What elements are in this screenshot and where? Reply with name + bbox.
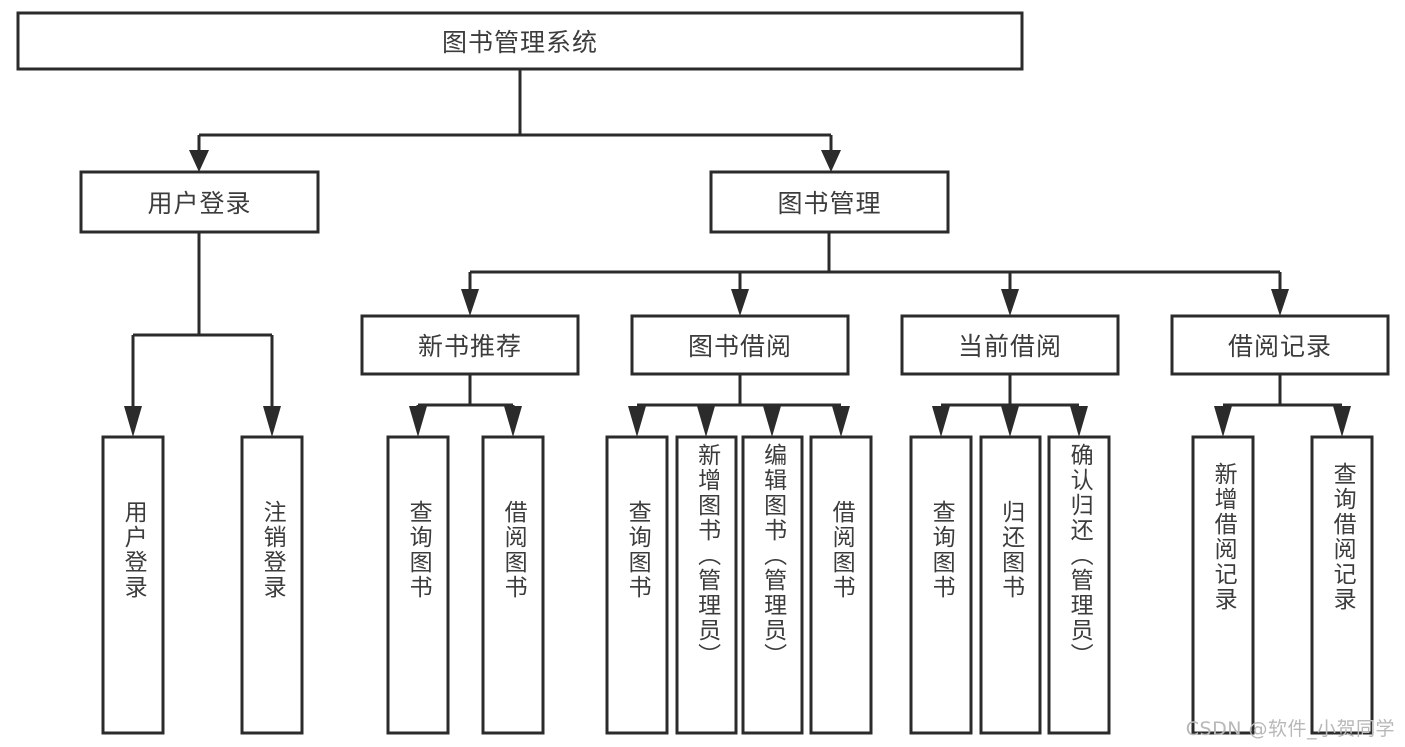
arrowhead-bm-new-book	[461, 289, 479, 316]
arrowhead-bm-borrow-record	[1271, 289, 1289, 316]
leaf-box-current-borrow-2	[979, 435, 1042, 735]
arrowhead-newbook-leaf2	[504, 406, 522, 437]
arrowhead-bm-current-borrow	[1001, 289, 1019, 316]
arrowhead-currentborrow-leaf1	[932, 406, 950, 437]
node-root	[16, 11, 1024, 71]
arrowhead-user-login-leaf2	[263, 406, 281, 437]
leaf-box-user-login-2	[240, 435, 304, 735]
leaf-box-book-borrow-3	[741, 435, 804, 735]
arrowhead-currentborrow-leaf2	[1001, 406, 1019, 437]
leaf-box-borrow-record-2	[1310, 435, 1374, 735]
leaf-box-book-borrow-2	[675, 435, 738, 735]
arrowhead-bookborrow-leaf4	[832, 406, 850, 437]
node-borrow-record	[1170, 314, 1390, 376]
node-user-login	[79, 170, 320, 234]
arrowhead-bookborrow-leaf3	[763, 406, 781, 437]
watermark: CSDN @软件_小贺同学	[1185, 718, 1395, 740]
arrowhead-root-to-user-login	[189, 150, 209, 172]
arrowhead-currentborrow-leaf3	[1070, 406, 1088, 437]
arrowhead-borrowrecord-leaf2	[1333, 406, 1351, 437]
node-current-borrow	[900, 314, 1120, 376]
arrowhead-bookborrow-leaf2	[697, 406, 715, 437]
leaf-box-new-book-2	[481, 435, 545, 735]
node-book-borrow	[630, 314, 850, 376]
arrowhead-bookborrow-leaf1	[628, 406, 646, 437]
arrowhead-user-login-leaf1	[124, 406, 142, 437]
leaf-box-borrow-record-1	[1191, 435, 1255, 735]
arrowhead-bm-book-borrow	[731, 289, 749, 316]
arrowhead-root-to-book-manage	[821, 150, 841, 172]
leaf-box-current-borrow-1	[909, 435, 973, 735]
leaf-box-current-borrow-3	[1047, 435, 1111, 735]
node-new-book-recommend	[360, 314, 580, 376]
leaf-box-book-borrow-4	[809, 435, 873, 735]
arrowhead-borrowrecord-leaf1	[1214, 406, 1232, 437]
node-book-management	[709, 170, 950, 234]
leaf-box-book-borrow-1	[605, 435, 669, 735]
leaf-box-new-book-1	[386, 435, 450, 735]
leaf-box-user-login-1	[101, 435, 165, 735]
arrowhead-newbook-leaf1	[409, 406, 427, 437]
